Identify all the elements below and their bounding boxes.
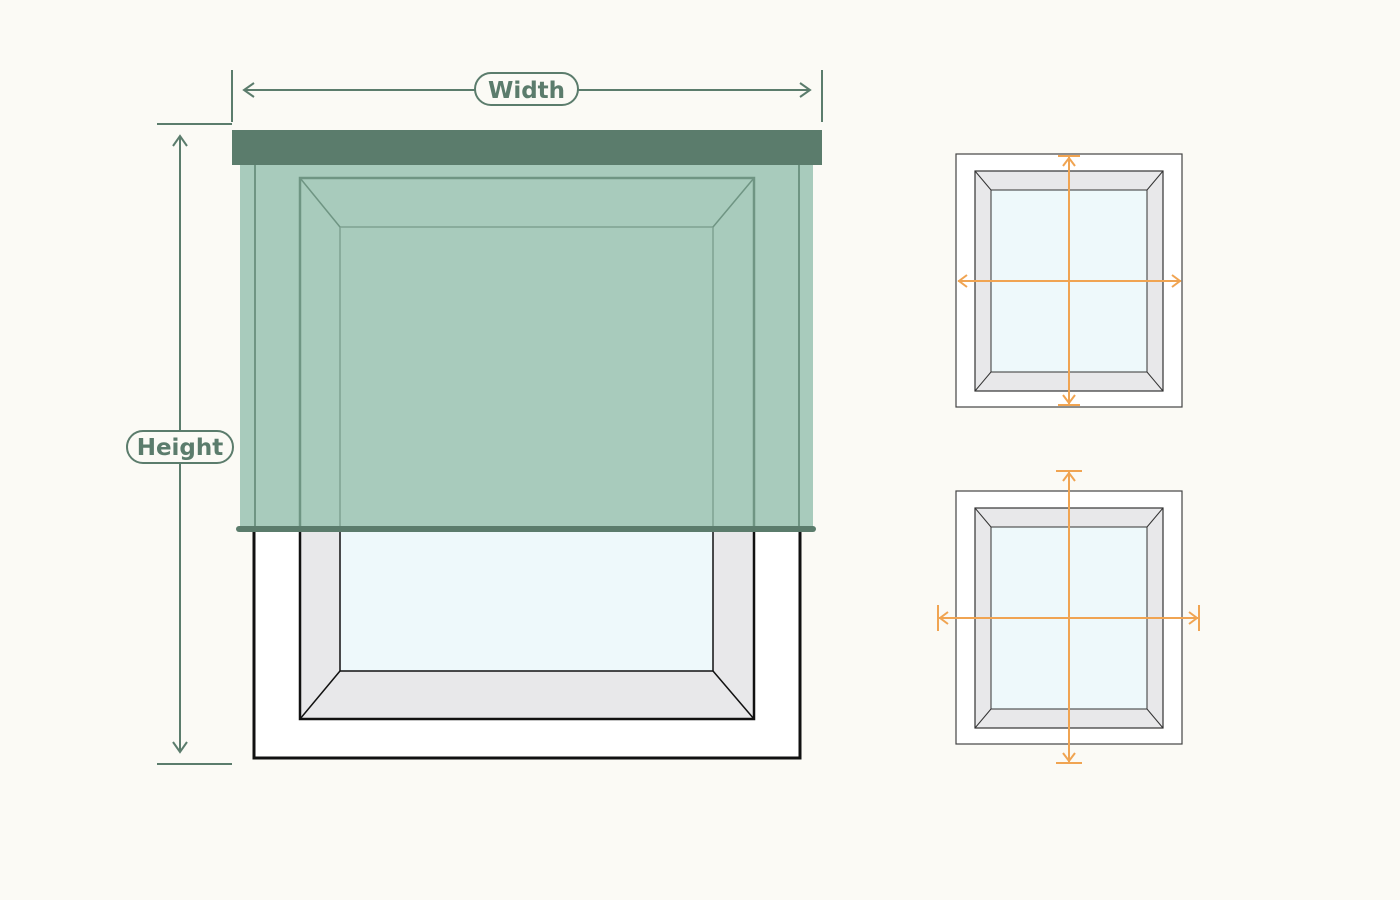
arrow-left-icon (957, 274, 968, 288)
bevel-line (299, 670, 341, 720)
blind-headrail (232, 130, 822, 165)
arrow-right-icon (799, 82, 812, 98)
bevel-line (1146, 371, 1164, 392)
bevel-line (1146, 507, 1164, 528)
bevel-line (974, 170, 992, 191)
roller-blind (232, 130, 822, 532)
height-label-pill (126, 430, 234, 464)
blind-bottom-bar (236, 526, 816, 532)
blind-bevel-line (712, 177, 755, 228)
arrow-left-icon (938, 611, 949, 625)
outside-recess-measure-icon (937, 470, 1200, 764)
arrow-up-icon (1062, 156, 1076, 167)
bevel-line (974, 708, 992, 729)
height-dimension: Height (126, 123, 234, 765)
blind-bevel-line (299, 177, 341, 228)
bevel-line (712, 670, 755, 720)
arrow-up-icon (1062, 471, 1076, 482)
inside-recess-measure-icon (955, 153, 1183, 408)
bevel-line (974, 371, 992, 392)
blind-fabric (240, 162, 813, 529)
width-dimension: Width (231, 70, 823, 122)
bevel-line (974, 507, 992, 528)
arrow-left-icon (242, 82, 255, 98)
arrow-down-icon (172, 741, 188, 754)
arrow-down-icon (1062, 394, 1076, 405)
arrow-down-icon (1062, 752, 1076, 763)
arrow-up-icon (172, 134, 188, 147)
width-label: Width (488, 78, 565, 104)
height-label: Height (137, 435, 224, 461)
width-label-pill (474, 72, 579, 106)
arrow-right-icon (1171, 274, 1182, 288)
bevel-line (1146, 708, 1164, 729)
arrow-right-icon (1188, 611, 1199, 625)
bevel-line (1146, 170, 1164, 191)
